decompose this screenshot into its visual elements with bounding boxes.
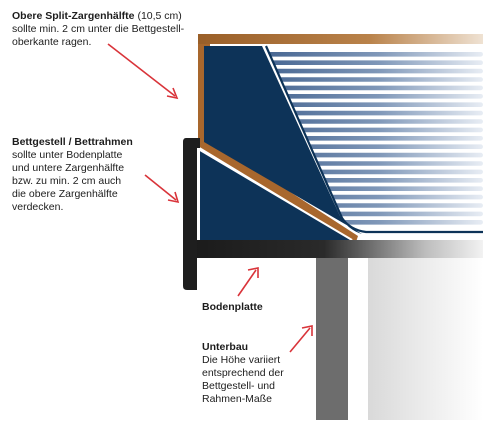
bed-frame-label: Bettgestell / Bettrahmen sollte unter Bo… xyxy=(12,136,133,214)
bed-frame xyxy=(183,138,200,290)
bed-frame-title: Bettgestell / Bettrahmen xyxy=(12,136,133,148)
upper-half-size: (10,5 cm) xyxy=(134,10,182,22)
upper-half-text-1: sollte min. 2 cm unter die Bettgestell- xyxy=(12,23,185,35)
mattress-outline xyxy=(264,45,483,234)
arrow-base-plate-head xyxy=(247,267,259,278)
underframe-label: Unterbau Die Höhe variiert entsprechend … xyxy=(202,341,284,406)
arrow-frame xyxy=(144,174,177,201)
mattress-stripe xyxy=(266,60,483,66)
mattress-stripe xyxy=(266,102,483,108)
mattress-stripe xyxy=(266,119,483,124)
upper-half-wood-top xyxy=(198,34,483,44)
annotation-arrows xyxy=(107,43,313,353)
mattress xyxy=(266,46,483,232)
underframe-title: Unterbau xyxy=(202,341,249,353)
mattress-stripe xyxy=(266,127,483,133)
bed-frame-text-2: und untere Zargenhälfte xyxy=(12,162,125,174)
lower-half-edge xyxy=(199,149,353,241)
arrow-upper-half xyxy=(107,43,176,97)
mattress-stripe xyxy=(266,68,483,74)
bed-frame-text-3: bzw. zu min. 2 cm auch xyxy=(12,175,122,187)
mattress-stripe xyxy=(266,94,483,99)
underframe-leg xyxy=(316,256,348,420)
underframe-text-4: Rahmen-Maße xyxy=(202,393,273,405)
bed-frame-text-1: sollte unter Bodenplatte xyxy=(12,149,123,161)
arrow-frame-head xyxy=(167,191,180,204)
base-plate-label: Bodenplatte xyxy=(202,301,263,314)
arrow-upper-half-head xyxy=(166,87,179,100)
underframe-box xyxy=(368,256,483,420)
upper-half-label: Obere Split-Zargenhälfte (10,5 cm) sollt… xyxy=(12,10,184,49)
upper-half-title: Obere Split-Zargenhälfte xyxy=(12,10,135,22)
underframe-text-2: entsprechend der xyxy=(202,367,284,379)
underframe-text-3: Bettgestell- und xyxy=(202,380,275,392)
mattress-stripe xyxy=(266,85,483,91)
base-plate xyxy=(194,240,483,258)
arrow-underframe xyxy=(289,327,311,353)
mattress-stripe xyxy=(266,110,483,116)
arrow-underframe-head xyxy=(301,325,313,336)
mattress-stripe xyxy=(266,52,483,57)
underframe-text-1: Die Höhe variiert xyxy=(202,354,281,366)
bed-frame-text-5: verdecken. xyxy=(12,201,64,213)
mattress-stripe xyxy=(266,77,483,82)
upper-half-panel xyxy=(204,46,362,234)
base-plate-title: Bodenplatte xyxy=(202,301,263,313)
arrow-base-plate xyxy=(237,269,257,297)
upper-half-text-2: oberkante ragen. xyxy=(12,36,92,48)
bed-frame-text-4: die obere Zargenhälfte xyxy=(12,188,118,200)
